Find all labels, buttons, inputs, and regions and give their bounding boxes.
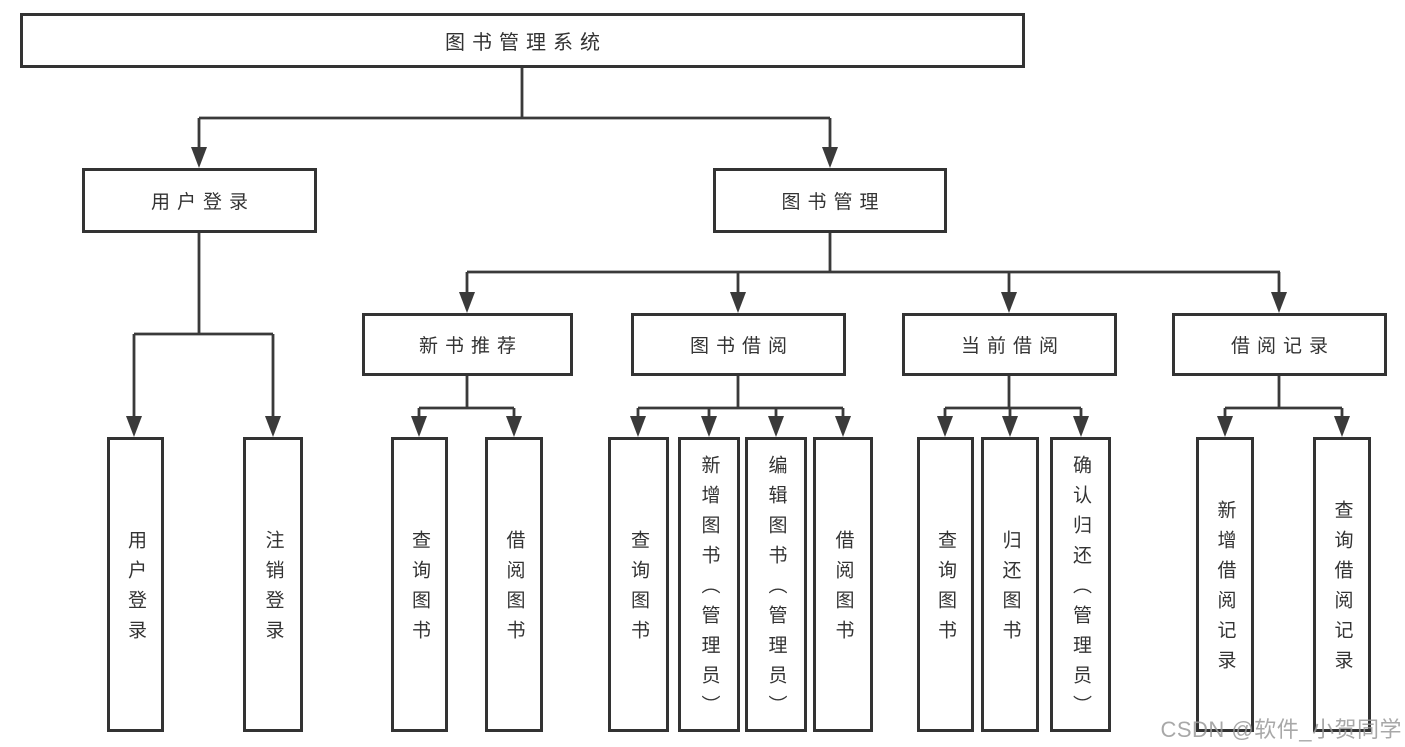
- node-label: 确认归还（管理员）: [1070, 455, 1091, 725]
- node-library-management-system: 图书管理系统: [20, 13, 1025, 68]
- leaf-query-borrow-record: 查询借阅记录: [1313, 437, 1371, 732]
- leaf-user-login: 用户登录: [107, 437, 164, 732]
- node-label: 查询图书: [935, 530, 956, 650]
- node-book-management: 图书管理: [713, 168, 947, 233]
- leaf-add-borrow-record: 新增借阅记录: [1196, 437, 1254, 732]
- leaf-confirm-return-admin: 确认归还（管理员）: [1050, 437, 1111, 732]
- leaf-logout: 注销登录: [243, 437, 303, 732]
- node-label: 用户登录: [150, 192, 255, 213]
- node-label: 用户登录: [125, 530, 146, 650]
- leaf-query-books-current: 查询图书: [917, 437, 974, 732]
- node-label: 图书借阅: [689, 336, 794, 357]
- leaf-edit-books-admin: 编辑图书（管理员）: [745, 437, 807, 732]
- watermark: CSDN @软件_小贺同学: [1160, 717, 1402, 742]
- leaf-borrow-books-recommend: 借阅图书: [485, 437, 543, 732]
- node-label: 借阅记录: [1230, 336, 1335, 357]
- node-label: 查询借阅记录: [1331, 500, 1353, 680]
- leaf-query-books-borrowing: 查询图书: [608, 437, 669, 732]
- node-label: 借阅图书: [832, 530, 854, 650]
- node-label: 新增图书（管理员）: [698, 455, 720, 725]
- node-label: 图书管理系统: [445, 32, 607, 54]
- node-new-book-recommendation: 新书推荐: [362, 313, 573, 376]
- leaf-query-books-recommend: 查询图书: [391, 437, 448, 732]
- node-label: 借阅图书: [503, 530, 525, 650]
- leaf-add-books-admin: 新增图书（管理员）: [678, 437, 740, 732]
- node-label: 注销登录: [262, 530, 284, 650]
- node-borrowing-records: 借阅记录: [1172, 313, 1387, 376]
- node-label: 归还图书: [999, 530, 1021, 650]
- node-label: 新增借阅记录: [1214, 500, 1236, 680]
- leaf-borrow-books-borrowing: 借阅图书: [813, 437, 873, 732]
- node-label: 查询图书: [409, 530, 430, 650]
- node-book-borrowing: 图书借阅: [631, 313, 846, 376]
- node-label: 编辑图书（管理员）: [765, 455, 787, 725]
- leaf-return-books: 归还图书: [981, 437, 1039, 732]
- node-label: 图书管理: [781, 192, 886, 213]
- node-label: 查询图书: [628, 530, 649, 650]
- node-current-borrowing: 当前借阅: [902, 313, 1117, 376]
- node-user-login: 用户登录: [82, 168, 317, 233]
- node-label: 当前借阅: [960, 336, 1065, 357]
- node-label: 新书推荐: [418, 336, 523, 357]
